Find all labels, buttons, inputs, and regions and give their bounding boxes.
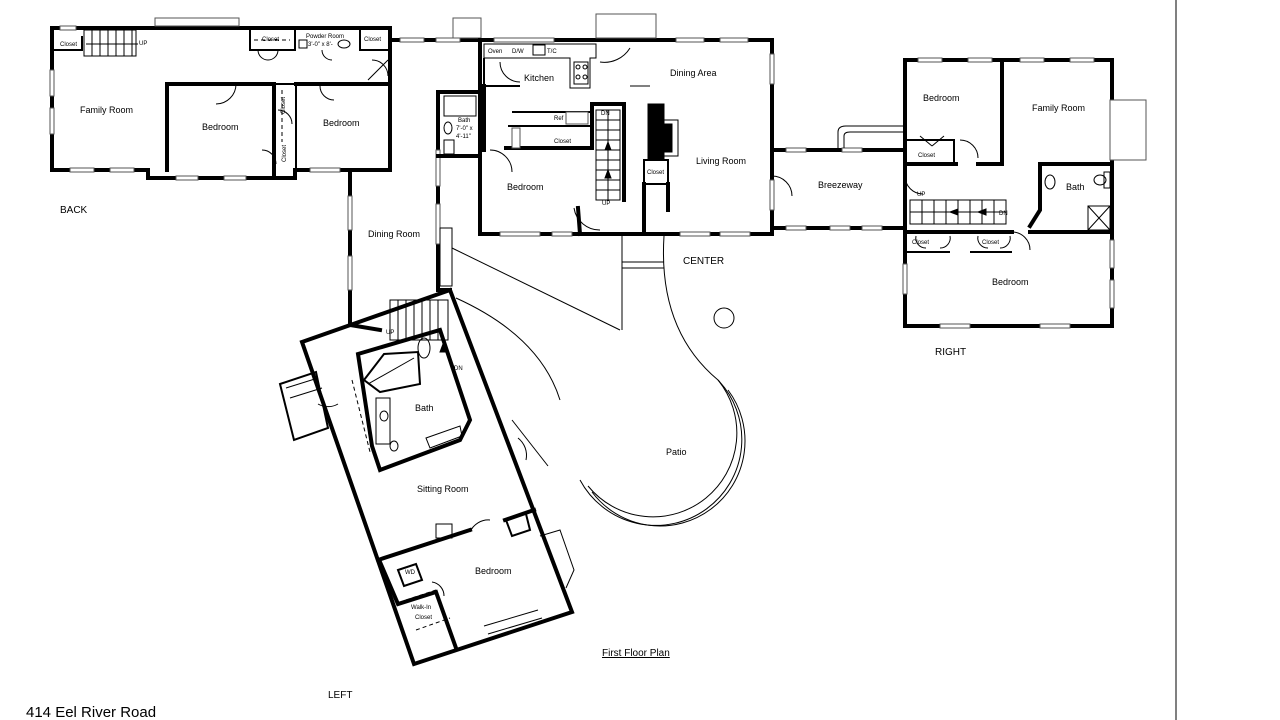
back-closet-v2-label: Closet — [282, 145, 288, 162]
back-section-label: BACK — [60, 205, 88, 216]
powder-room-dim: 3'-0" x 8'- — [308, 42, 333, 48]
patio — [451, 235, 746, 527]
dw-label: D/W — [512, 49, 524, 55]
dining-area-label: Dining Area — [670, 68, 717, 78]
breezeway — [770, 125, 924, 231]
oven-label: Oven — [488, 49, 502, 55]
dining-room-label: Dining Room — [368, 229, 420, 239]
ref-label: Ref — [554, 116, 564, 122]
back-closet-3-label: Closet — [364, 37, 381, 43]
right-wing — [902, 57, 1147, 329]
dining-room-connector — [347, 90, 453, 327]
dn-label-right: DN — [999, 211, 1008, 217]
center-bath-label: Bath — [458, 118, 470, 124]
room-labels: Closet Closet Powder Room 3'-0" x 8'- Cl… — [60, 34, 1085, 621]
breezeway-label: Breezeway — [818, 180, 863, 190]
left-bath-label: Bath — [415, 403, 434, 413]
center-bath-dim-2: 4'-11" — [456, 134, 471, 140]
right-closet-top-label: Closet — [918, 153, 935, 159]
living-room-label: Living Room — [696, 156, 746, 166]
right-family-room-label: Family Room — [1032, 103, 1085, 113]
walk-in-closet-label-2: Closet — [415, 615, 432, 621]
right-bath-label: Bath — [1066, 182, 1085, 192]
stair-closet-label: Closet — [647, 170, 664, 176]
center-bath-dim-1: 7'-0" x — [456, 126, 473, 132]
center-bedroom-label: Bedroom — [507, 182, 544, 192]
back-closet-2-label: Closet — [262, 37, 279, 43]
right-closet-2-label: Closet — [982, 240, 999, 246]
up-label-left: UP — [386, 330, 394, 336]
walk-in-closet-label-1: Walk-In — [411, 605, 431, 611]
left-bedroom-label: Bedroom — [475, 566, 512, 576]
dn-label-left: DN — [454, 366, 463, 372]
fixture-labels: Oven D/W T/C Ref UP DN UP UP DN UP DN — [139, 41, 1008, 372]
sitting-room-label: Sitting Room — [417, 484, 469, 494]
kitchen-label: Kitchen — [524, 73, 554, 83]
center-section-label: CENTER — [683, 256, 724, 267]
right-bedroom-bottom-label: Bedroom — [992, 277, 1029, 287]
tc-label: T/C — [547, 49, 557, 55]
left-section-label: LEFT — [328, 690, 352, 701]
dn-label-center: DN — [601, 111, 610, 117]
up-label-right: UP — [917, 192, 925, 198]
right-section-label: RIGHT — [935, 347, 966, 358]
back-wing — [49, 17, 392, 181]
section-labels: BACK CENTER RIGHT LEFT — [60, 205, 966, 701]
back-bedroom-1-label: Bedroom — [202, 122, 239, 132]
address-label: 414 Eel River Road — [26, 704, 156, 720]
up-label-back: UP — [139, 41, 147, 47]
right-closet-1-label: Closet — [912, 240, 929, 246]
up-label-center: UP — [602, 201, 610, 207]
left-wing — [278, 287, 575, 667]
back-family-room-label: Family Room — [80, 105, 133, 115]
back-bedroom-2-label: Bedroom — [323, 118, 360, 128]
center-closet-label: Closet — [554, 139, 571, 145]
plan-title: First Floor Plan — [602, 648, 670, 659]
wd-label: WD — [405, 570, 416, 576]
powder-room-label: Powder Room — [306, 34, 344, 40]
patio-label: Patio — [666, 447, 687, 457]
back-closet-label: Closet — [60, 42, 77, 48]
right-bedroom-top-label: Bedroom — [923, 93, 960, 103]
back-closet-v1-label: Closet — [281, 97, 287, 114]
center-house — [436, 13, 793, 237]
